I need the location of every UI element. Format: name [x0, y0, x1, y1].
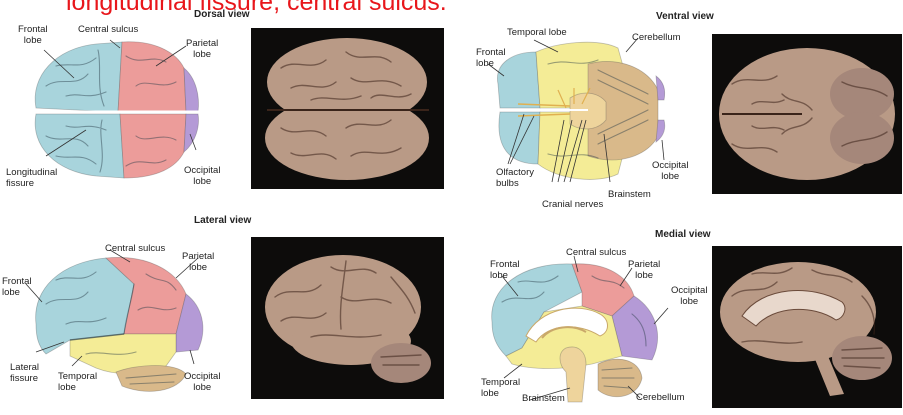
ventral-label-brainstem: Brainstem — [608, 189, 651, 200]
ventral-occipital-top — [655, 75, 666, 101]
medial-occipital-lobe — [611, 295, 658, 361]
ventral-label-temporal-lobe: Temporal lobe — [507, 27, 567, 38]
ventral-occipital-bottom — [655, 119, 666, 143]
medial-brainstem — [559, 346, 587, 403]
dorsal-occipital-bottom — [183, 113, 199, 153]
dorsal-label-central-sulcus: Central sulcus — [78, 24, 139, 35]
medial-label-central-sulcus: Central sulcus — [566, 247, 627, 258]
ventral-label-cranial-nerves: Cranial nerves — [542, 199, 604, 210]
medial-photo — [712, 246, 902, 408]
lateral-occipital-lobe — [175, 293, 204, 353]
dorsal-parietal-top — [117, 41, 187, 113]
medial-brain-illustration — [491, 255, 669, 403]
dorsal-occipital-top — [183, 67, 199, 113]
medial-view-title: Medial view — [655, 229, 711, 240]
lateral-photo — [251, 237, 444, 399]
ventral-brain-illustration — [487, 37, 666, 183]
lateral-brain-illustration — [25, 249, 204, 392]
ventral-photo — [712, 34, 902, 194]
dorsal-frontal-top — [34, 41, 123, 113]
caption-text: longitudinal fissure, central sulcus. — [66, 0, 447, 16]
lateral-cerebellum — [115, 365, 187, 392]
dorsal-brain-illustration — [34, 39, 200, 179]
dorsal-photo — [251, 28, 444, 189]
dorsal-view-title: Dorsal view — [194, 9, 250, 20]
medial-cerebellum — [597, 358, 643, 398]
ventral-label-cerebellum: Cerebellum — [632, 32, 681, 43]
ventral-frontal-bottom — [498, 111, 541, 165]
lateral-view-title: Lateral view — [194, 215, 252, 226]
dorsal-frontal-bottom — [34, 113, 125, 179]
lateral-label-central-sulcus: Central sulcus — [105, 243, 166, 254]
ventral-view-title: Ventral view — [656, 11, 714, 22]
medial-label-cerebellum: Cerebellum — [636, 392, 685, 403]
dorsal-parietal-bottom — [119, 113, 187, 179]
medial-label-brainstem: Brainstem — [522, 393, 565, 404]
